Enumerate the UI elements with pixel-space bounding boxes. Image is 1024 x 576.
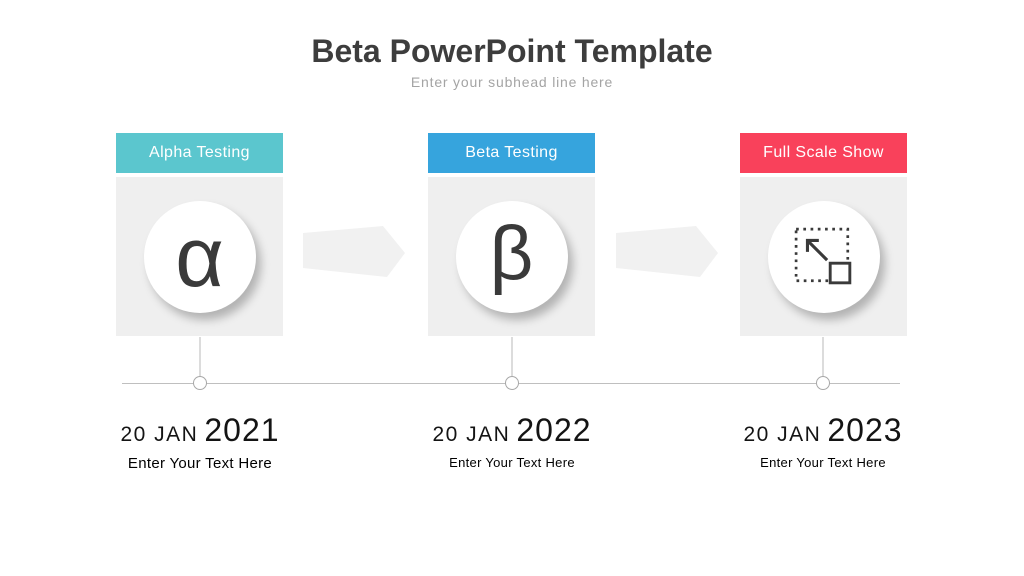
date-year: 2021 (204, 412, 280, 448)
timeline-marker-dot (505, 376, 519, 390)
alpha-symbol-icon: α (175, 209, 224, 304)
stage-card-full-scale-show: Full Scale Show (740, 133, 907, 336)
date-prefix: 20 JAN (743, 423, 822, 446)
stage-header-beta: Beta Testing (428, 133, 595, 173)
timeline-marker-dot (193, 376, 207, 390)
timeline-marker-dot (816, 376, 830, 390)
flow-arrow-right-icon (616, 226, 718, 277)
caption-text-placeholder: Enter Your Text Here (449, 455, 575, 470)
stage-header-full-scale: Full Scale Show (740, 133, 907, 173)
stage-card-alpha-testing: Alpha Testing α (116, 133, 283, 336)
beta-symbol-icon: β (489, 210, 534, 296)
caption-text-placeholder: Enter Your Text Here (127, 455, 273, 472)
date-year: 2022 (516, 412, 592, 448)
scale-resize-icon (794, 227, 851, 284)
date-prefix: 20 JAN (432, 423, 511, 446)
stage-header-alpha: Alpha Testing (116, 133, 283, 173)
stage-circle-beta: β (455, 200, 568, 313)
stage-body-beta: β (428, 177, 595, 336)
stage-body-alpha: α (116, 177, 283, 336)
date-prefix: 20 JAN (120, 423, 199, 446)
caption-text-placeholder: Enter Your Text Here (760, 455, 886, 470)
stage-card-beta-testing: Beta Testing β (428, 133, 595, 336)
stage-circle-alpha: α (143, 200, 256, 313)
subhead-placeholder: Enter your subhead line here (410, 74, 614, 90)
stage-circle-full-scale (767, 200, 880, 313)
page-title: Beta PowerPoint Template (311, 33, 713, 69)
stage-body-full-scale (740, 177, 907, 336)
date-year: 2023 (827, 412, 903, 448)
flow-arrow-right-icon (303, 226, 405, 277)
timeline-connector (511, 337, 513, 377)
timeline-connector (199, 337, 201, 377)
timeline-connector (822, 337, 824, 377)
